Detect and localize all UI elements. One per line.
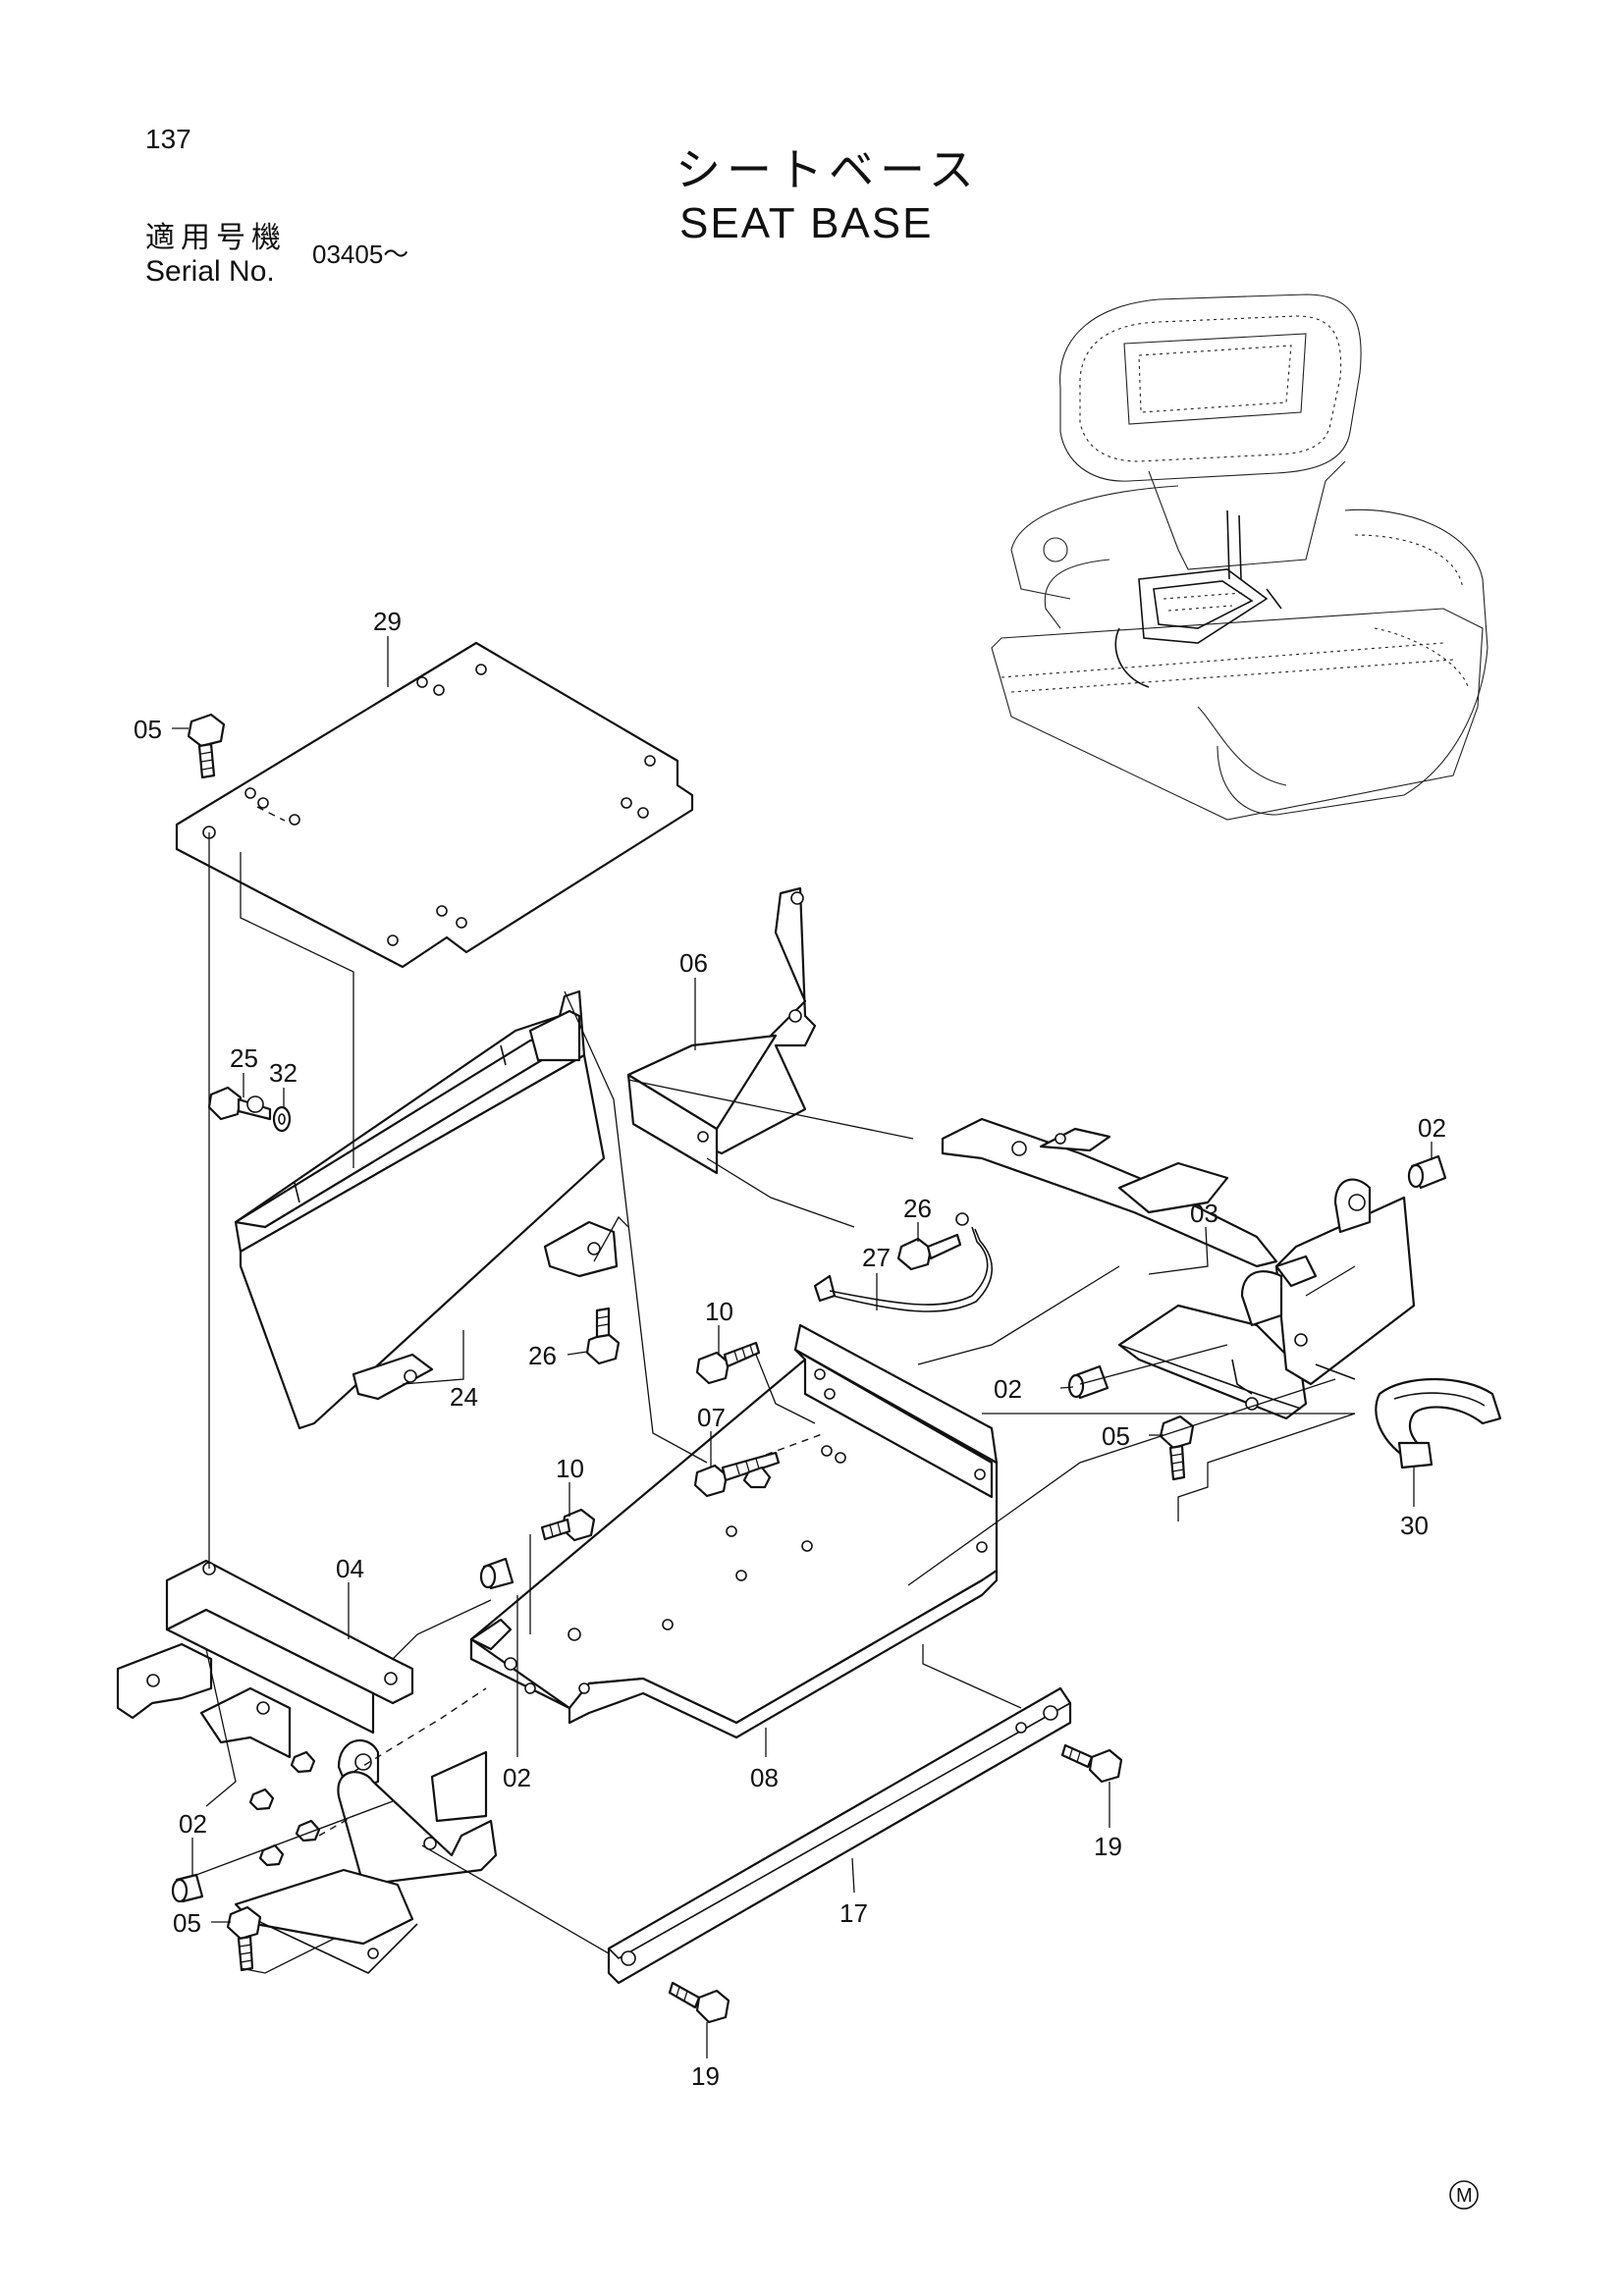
serial-number-value: 03405～ xyxy=(312,240,409,269)
part-06-mounting-bracket xyxy=(626,886,817,1175)
part-label-27: 27 xyxy=(862,1243,891,1272)
title-japanese: シートベース xyxy=(676,144,980,195)
seat-overview-illustration xyxy=(991,294,1488,821)
footer-mark-text: M xyxy=(1456,2185,1473,2207)
part-17-long-bar xyxy=(607,1686,1072,1985)
part-label-17: 17 xyxy=(839,1898,868,1928)
assembly-lines xyxy=(195,806,1356,1974)
part-label-32: 32 xyxy=(269,1058,298,1088)
part-label-24: 24 xyxy=(450,1382,478,1412)
part-label-05: 05 xyxy=(134,715,162,744)
bolt-05-bottom xyxy=(226,1905,262,1972)
washer-32 xyxy=(272,1105,292,1133)
part-label-30: 30 xyxy=(1400,1511,1429,1540)
page-number: 137 xyxy=(145,124,191,154)
bolt-26-upper xyxy=(896,1233,962,1271)
part-30-u-clamp xyxy=(1375,1377,1502,1469)
part-04-hinge-bracket xyxy=(116,1559,414,1759)
part-label-02: 02 xyxy=(179,1809,207,1839)
serial-label-english: Serial No. xyxy=(145,255,275,288)
part-label-06: 06 xyxy=(679,948,708,978)
bolt-05-right xyxy=(1159,1415,1195,1481)
part-label-08: 08 xyxy=(750,1763,779,1792)
bolt-25 xyxy=(207,1086,272,1121)
bushing-02-top-right xyxy=(1407,1154,1447,1190)
part-label-05: 05 xyxy=(173,1908,201,1938)
bolt-10-upper xyxy=(695,1341,761,1385)
bolt-26-lower xyxy=(585,1307,621,1365)
part-label-25: 25 xyxy=(230,1043,258,1073)
part-08-base-tray xyxy=(469,1323,999,1739)
part-label-07: 07 xyxy=(697,1403,726,1432)
bolt-07 xyxy=(693,1451,781,1498)
nuts-lower-bracket xyxy=(248,1750,321,1867)
bolt-05-top xyxy=(187,713,226,779)
part-label-02: 02 xyxy=(1418,1113,1446,1143)
bushing-02-mid-right xyxy=(1067,1364,1109,1400)
serial-label-japanese: 適用号機 xyxy=(145,222,287,254)
part-label-05: 05 xyxy=(1102,1421,1130,1451)
leader-lines xyxy=(172,636,1433,2058)
part-24-bracket-plate xyxy=(234,989,619,1430)
part-label-29: 29 xyxy=(373,607,402,636)
bolt-10-lower xyxy=(540,1508,596,1542)
part-label-10: 10 xyxy=(705,1297,733,1326)
footer-circle-mark: M xyxy=(1449,2180,1479,2210)
part-label-19: 19 xyxy=(691,2061,720,2091)
part-label-03: 03 xyxy=(1190,1199,1218,1228)
part-label-10: 10 xyxy=(556,1454,584,1483)
part-label-02: 02 xyxy=(503,1763,531,1792)
part-27-ground-cable xyxy=(813,1212,993,1312)
part-label-26: 26 xyxy=(903,1194,932,1223)
bushing-02-lower-mid xyxy=(479,1557,514,1590)
part-03-seat-rail-frame xyxy=(941,1117,1416,1420)
part-label-04: 04 xyxy=(336,1554,364,1583)
nut-upper xyxy=(742,1466,772,1489)
bolt-19-right xyxy=(1060,1743,1123,1784)
bushing-02-left xyxy=(171,1873,204,1903)
part-29-seat-plate xyxy=(175,641,694,969)
part-labels: 29 05 06 25 32 02 03 26 27 10 24 26 07 0… xyxy=(134,607,1446,2091)
part-label-26: 26 xyxy=(528,1341,557,1370)
bolt-19-bottom xyxy=(668,1981,730,2024)
part-label-19: 19 xyxy=(1094,1832,1122,1861)
title-english: SEAT BASE xyxy=(679,199,934,247)
part-label-02: 02 xyxy=(994,1374,1022,1404)
